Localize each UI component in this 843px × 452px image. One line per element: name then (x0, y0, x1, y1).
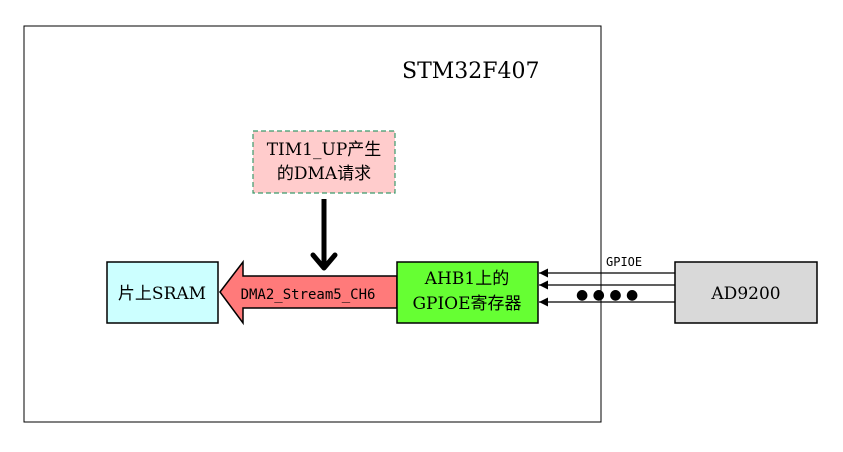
dma-request-line2: 的DMA请求 (277, 164, 371, 184)
request-arrow-head (310, 252, 338, 271)
adc-label: AD9200 (710, 284, 780, 304)
chip-outline (23, 25, 602, 423)
dma-request-box (252, 130, 396, 194)
chip-label: STM32F407 (402, 59, 540, 84)
bus-dots: ● ● ● ● (576, 287, 638, 303)
gpioe-register-box (396, 261, 539, 324)
sram-box (106, 261, 219, 324)
gpioe-register-line2: GPIOE寄存器 (412, 294, 521, 314)
dma-request-line1: TIM1_UP产生 (267, 140, 382, 160)
bus-label: GPIOE (606, 255, 642, 269)
dma-stream-label: DMA2_Stream5_CH6 (241, 287, 376, 303)
sram-label: 片上SRAM (118, 284, 206, 304)
adc-box (674, 261, 818, 324)
gpioe-register-line1: AHB1上的 (424, 269, 509, 289)
